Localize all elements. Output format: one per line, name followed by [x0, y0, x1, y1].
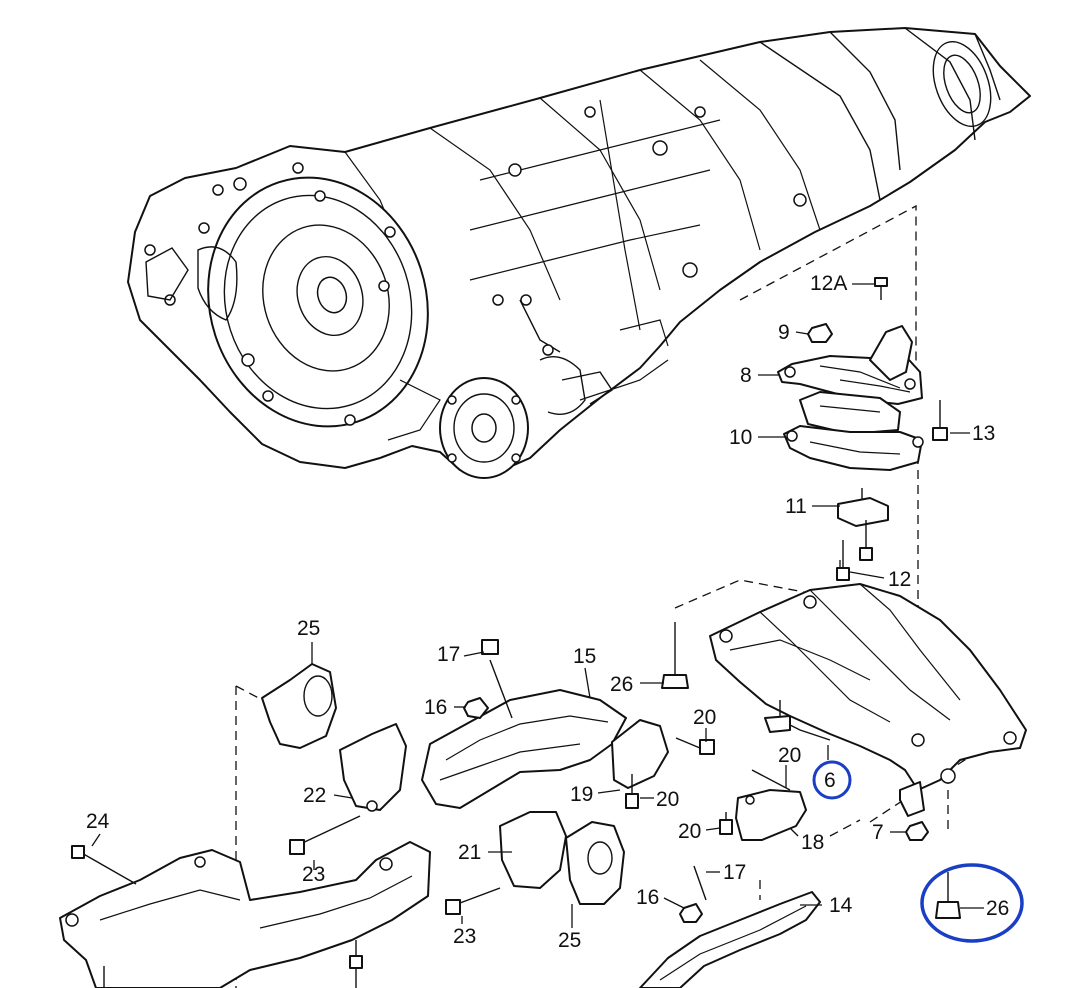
highlight-circle-26: [920, 863, 1024, 943]
highlight-circle-6: [812, 760, 852, 800]
callout-6: 6: [824, 769, 836, 792]
callout-13: 13: [972, 422, 996, 445]
callout-8: 8: [740, 364, 752, 387]
callout-22: 22: [303, 784, 327, 807]
heat-shield-15: [421, 639, 627, 809]
callout-26-lower: 26: [986, 897, 1010, 920]
callout-17-lower: 17: [723, 861, 747, 884]
callout-12: 12: [888, 568, 912, 591]
callout-20-lower: 20: [656, 788, 680, 811]
callout-24: 24: [86, 810, 110, 833]
callout-20-bracket: 20: [678, 820, 702, 843]
callout-11: 11: [785, 495, 807, 518]
bracket-19: [611, 719, 715, 809]
subframe: [59, 841, 431, 988]
callout-12A: 12A: [810, 272, 848, 295]
callout-19: 19: [570, 783, 594, 806]
crossmember: [709, 583, 1027, 817]
heat-shield-14: [639, 891, 821, 988]
callout-17-upper: 17: [437, 643, 461, 666]
callout-10: 10: [729, 426, 753, 449]
callout-20-right: 20: [693, 706, 717, 729]
transmission: [127, 27, 1031, 479]
callout-25-upper: 25: [297, 617, 321, 640]
highlight-marks: [812, 760, 1024, 943]
callout-15: 15: [573, 645, 597, 668]
engine-mount-left: [261, 663, 407, 855]
callout-23-lower: 23: [453, 925, 477, 948]
bolt-26-lower: [935, 872, 961, 919]
callout-7: 7: [872, 821, 884, 844]
leader-lines: [91, 283, 984, 928]
callout-23-upper: 23: [302, 863, 326, 886]
transmission-mount: [777, 277, 948, 581]
callout-26-upper: 26: [610, 673, 634, 696]
callout-20-mid: 20: [778, 744, 802, 767]
callout-25-lower: 25: [558, 929, 582, 952]
callout-21: 21: [458, 841, 482, 864]
callout-16-upper: 16: [424, 696, 448, 719]
bolt-26-upper: [661, 622, 689, 689]
engine-mount-right: [445, 811, 707, 923]
callout-16-lower: 16: [636, 886, 660, 909]
callout-9: 9: [778, 321, 790, 344]
callout-14: 14: [829, 894, 853, 917]
callout-18: 18: [801, 831, 825, 854]
bracket-18: [719, 769, 807, 841]
nut-7: [905, 821, 929, 841]
